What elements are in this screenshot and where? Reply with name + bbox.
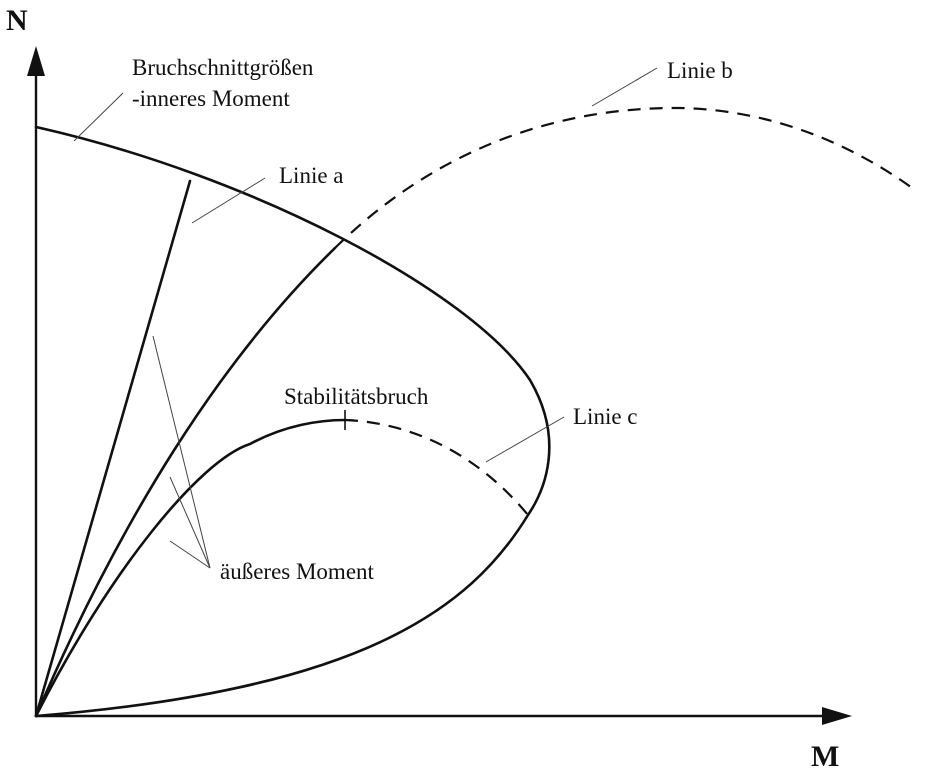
y-axis-label: N <box>6 4 28 37</box>
y-axis-arrow <box>27 46 45 76</box>
leader-moment-c <box>169 540 211 569</box>
linie-b-curve-dashed <box>334 106 916 249</box>
axes: N M <box>6 4 852 772</box>
label-stabilitaetsbruch: Stabilitätsbruch <box>284 384 429 409</box>
stability-point-marker <box>336 410 354 430</box>
leader-moment-a <box>152 335 211 569</box>
label-inneres-moment: -inneres Moment <box>132 86 290 111</box>
linie-a-curve <box>34 179 192 718</box>
label-linie-b: Linie b <box>667 58 733 83</box>
linie-b-curve-solid <box>34 246 337 718</box>
label-linie-c: Linie c <box>573 404 638 429</box>
leader-bruch <box>73 92 124 142</box>
label-bruchschnittgroessen: Bruchschnittgrößen <box>132 55 314 80</box>
leader-moment-b <box>169 476 211 569</box>
linie-c-curve-solid <box>34 418 347 718</box>
leader-linie-b <box>591 67 658 107</box>
linie-c-curve-dashed <box>344 418 529 516</box>
leader-linie-a <box>191 177 266 224</box>
interaction-curve <box>34 125 551 718</box>
label-linie-a: Linie a <box>279 163 344 188</box>
x-axis-arrow <box>822 707 852 725</box>
leader-linie-c <box>485 416 565 463</box>
x-axis-label: M <box>811 740 839 772</box>
label-aeusseres-moment: äußeres Moment <box>220 559 375 584</box>
